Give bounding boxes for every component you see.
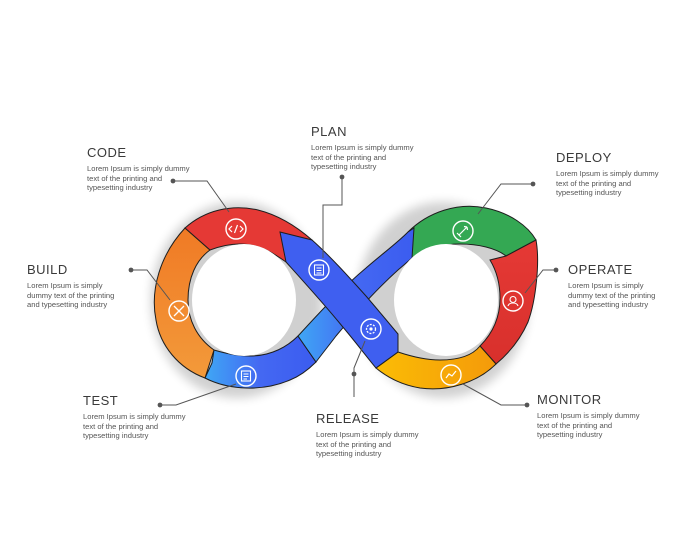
connector-plan — [322, 177, 343, 258]
connector-dot-code — [170, 178, 176, 184]
checklist-icon — [235, 365, 257, 387]
stage-description: Lorem Ipsum is simply dummy text of the … — [316, 430, 419, 459]
connector-code — [173, 180, 230, 213]
stage-title: PLAN — [311, 124, 347, 139]
tools-icon — [168, 300, 190, 322]
operator-icon — [502, 290, 524, 312]
stage-title: DEPLOY — [556, 150, 612, 165]
connector-operate — [524, 269, 556, 294]
connector-monitor — [462, 383, 527, 406]
stage-release: RELEASE Lorem Ipsum is simply dummy text… — [316, 411, 446, 459]
connector-dot-deploy — [530, 181, 536, 187]
connector-dot-plan — [339, 174, 345, 180]
left-loop-hole — [192, 244, 296, 356]
plan-board-icon — [308, 259, 330, 281]
stage-description: Lorem Ipsum is simply dummy text of the … — [556, 169, 659, 198]
stage-title: OPERATE — [568, 262, 633, 277]
stage-build: BUILD Lorem Ipsum is simply dummy text o… — [27, 262, 157, 310]
connector-dot-operate — [553, 267, 559, 273]
stage-plan: PLAN Lorem Ipsum is simply dummy text of… — [311, 124, 441, 172]
stage-monitor: MONITOR Lorem Ipsum is simply dummy text… — [537, 392, 667, 440]
connector-dot-release — [351, 371, 357, 377]
stage-deploy: DEPLOY Lorem Ipsum is simply dummy text … — [556, 150, 680, 198]
stage-description: Lorem Ipsum is simply dummy text of the … — [27, 281, 115, 310]
stage-title: BUILD — [27, 262, 68, 277]
connector-dot-build — [128, 267, 134, 273]
stage-code: CODE Lorem Ipsum is simply dummy text of… — [87, 145, 217, 193]
stage-test: TEST Lorem Ipsum is simply dummy text of… — [83, 393, 213, 441]
stage-title: CODE — [87, 145, 127, 160]
stage-title: TEST — [83, 393, 119, 408]
stage-title: MONITOR — [537, 392, 602, 407]
stage-description: Lorem Ipsum is simply dummy text of the … — [568, 281, 656, 310]
connector-dot-test — [157, 402, 163, 408]
monitor-chart-icon — [440, 364, 462, 386]
connector-test — [160, 383, 237, 406]
stage-description: Lorem Ipsum is simply dummy text of the … — [537, 411, 640, 440]
connector-build — [131, 269, 171, 301]
rocket-icon — [452, 220, 474, 242]
right-loop-hole — [394, 244, 498, 356]
connector-dot-monitor — [524, 402, 530, 408]
connector-release — [353, 340, 366, 397]
stage-description: Lorem Ipsum is simply dummy text of the … — [311, 143, 414, 172]
code-icon — [225, 218, 247, 240]
stage-title: RELEASE — [316, 411, 380, 426]
gear-icon — [360, 318, 382, 340]
connector-deploy — [477, 183, 533, 215]
stage-description: Lorem Ipsum is simply dummy text of the … — [83, 412, 186, 441]
stage-operate: OPERATE Lorem Ipsum is simply dummy text… — [568, 262, 680, 310]
stage-description: Lorem Ipsum is simply dummy text of the … — [87, 164, 190, 193]
